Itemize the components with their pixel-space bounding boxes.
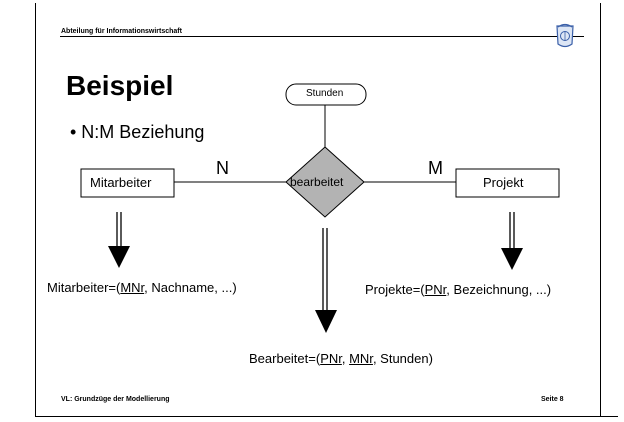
slide-frame-right xyxy=(600,3,601,417)
footer-page: Seite 8 xyxy=(541,396,564,403)
footer-course: VL: Grundzüge der Modellierung xyxy=(61,396,170,403)
cardinality-m: M xyxy=(428,158,443,178)
entity-mitarbeiter xyxy=(80,168,175,198)
university-seal-icon xyxy=(556,23,574,48)
department-label: Abteilung für Informationswirtschaft xyxy=(61,28,182,35)
slide-frame xyxy=(35,3,618,417)
arrow-mitarbeiter xyxy=(108,212,130,268)
slide-title: Beispiel xyxy=(66,70,174,101)
relationship-diamond xyxy=(285,146,365,218)
arrow-projekt xyxy=(501,212,523,270)
entity-projekt xyxy=(455,168,560,198)
arrow-bearbeitet xyxy=(315,228,337,333)
attribute-label: Stunden xyxy=(306,88,344,99)
relation-projekte: Projekte=(PNr, Bezeichnung, ...) xyxy=(365,282,552,297)
relation-mitarbeiter: Mitarbeiter=(MNr, Nachname, ...) xyxy=(47,280,237,295)
header-divider xyxy=(60,36,584,37)
relationship-label: bearbeitet xyxy=(290,175,344,189)
entity-mitarbeiter-label: Mitarbeiter xyxy=(90,175,152,190)
cardinality-n: N xyxy=(216,158,229,178)
bullet-text: • N:M Beziehung xyxy=(70,122,205,142)
attribute-stunden xyxy=(285,83,367,106)
relation-bearbeitet: Bearbeitet=(PNr, MNr, Stunden) xyxy=(249,351,433,366)
entity-projekt-label: Projekt xyxy=(483,175,524,190)
